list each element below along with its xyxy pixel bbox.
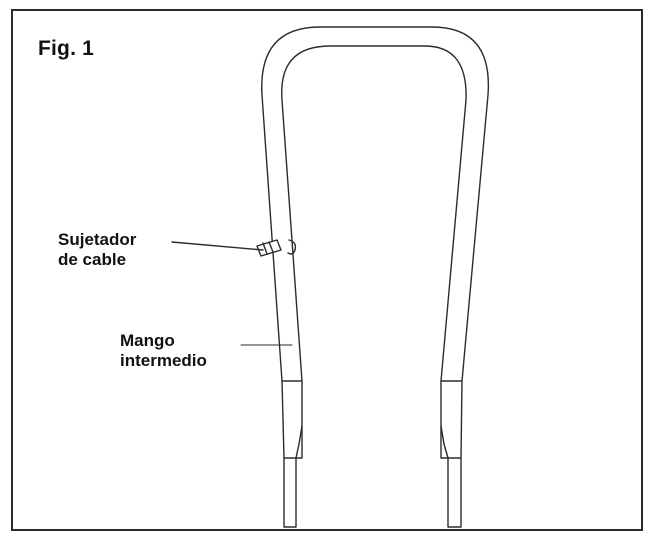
middle-handle-label-line1: Mango [120, 331, 175, 350]
left-tube-lower-section [283, 457, 297, 528]
left-tube-upper-section [281, 380, 303, 459]
cable-holder-clip [256, 239, 282, 257]
figure-title: Fig. 1 [38, 37, 95, 60]
cable-holder-tab [287, 239, 297, 255]
cable-holder-leader-line [171, 241, 264, 251]
handle-inner-outline [281, 45, 467, 382]
right-tube-lower-section [447, 457, 462, 528]
right-tube-step [440, 425, 449, 459]
left-tube-step [295, 425, 303, 459]
cable-holder-clip-detail [262, 241, 274, 255]
cable-holder-label-line2: de cable [58, 250, 127, 269]
cable-holder-label-line1: Sujetador [58, 230, 137, 249]
middle-handle-label: Mango intermedio [120, 331, 207, 371]
cable-holder-label: Sujetador de cable [58, 230, 136, 270]
middle-handle-label-line2: intermedio [120, 351, 207, 370]
handle-outer-outline [261, 26, 490, 382]
figure-frame [11, 9, 643, 531]
